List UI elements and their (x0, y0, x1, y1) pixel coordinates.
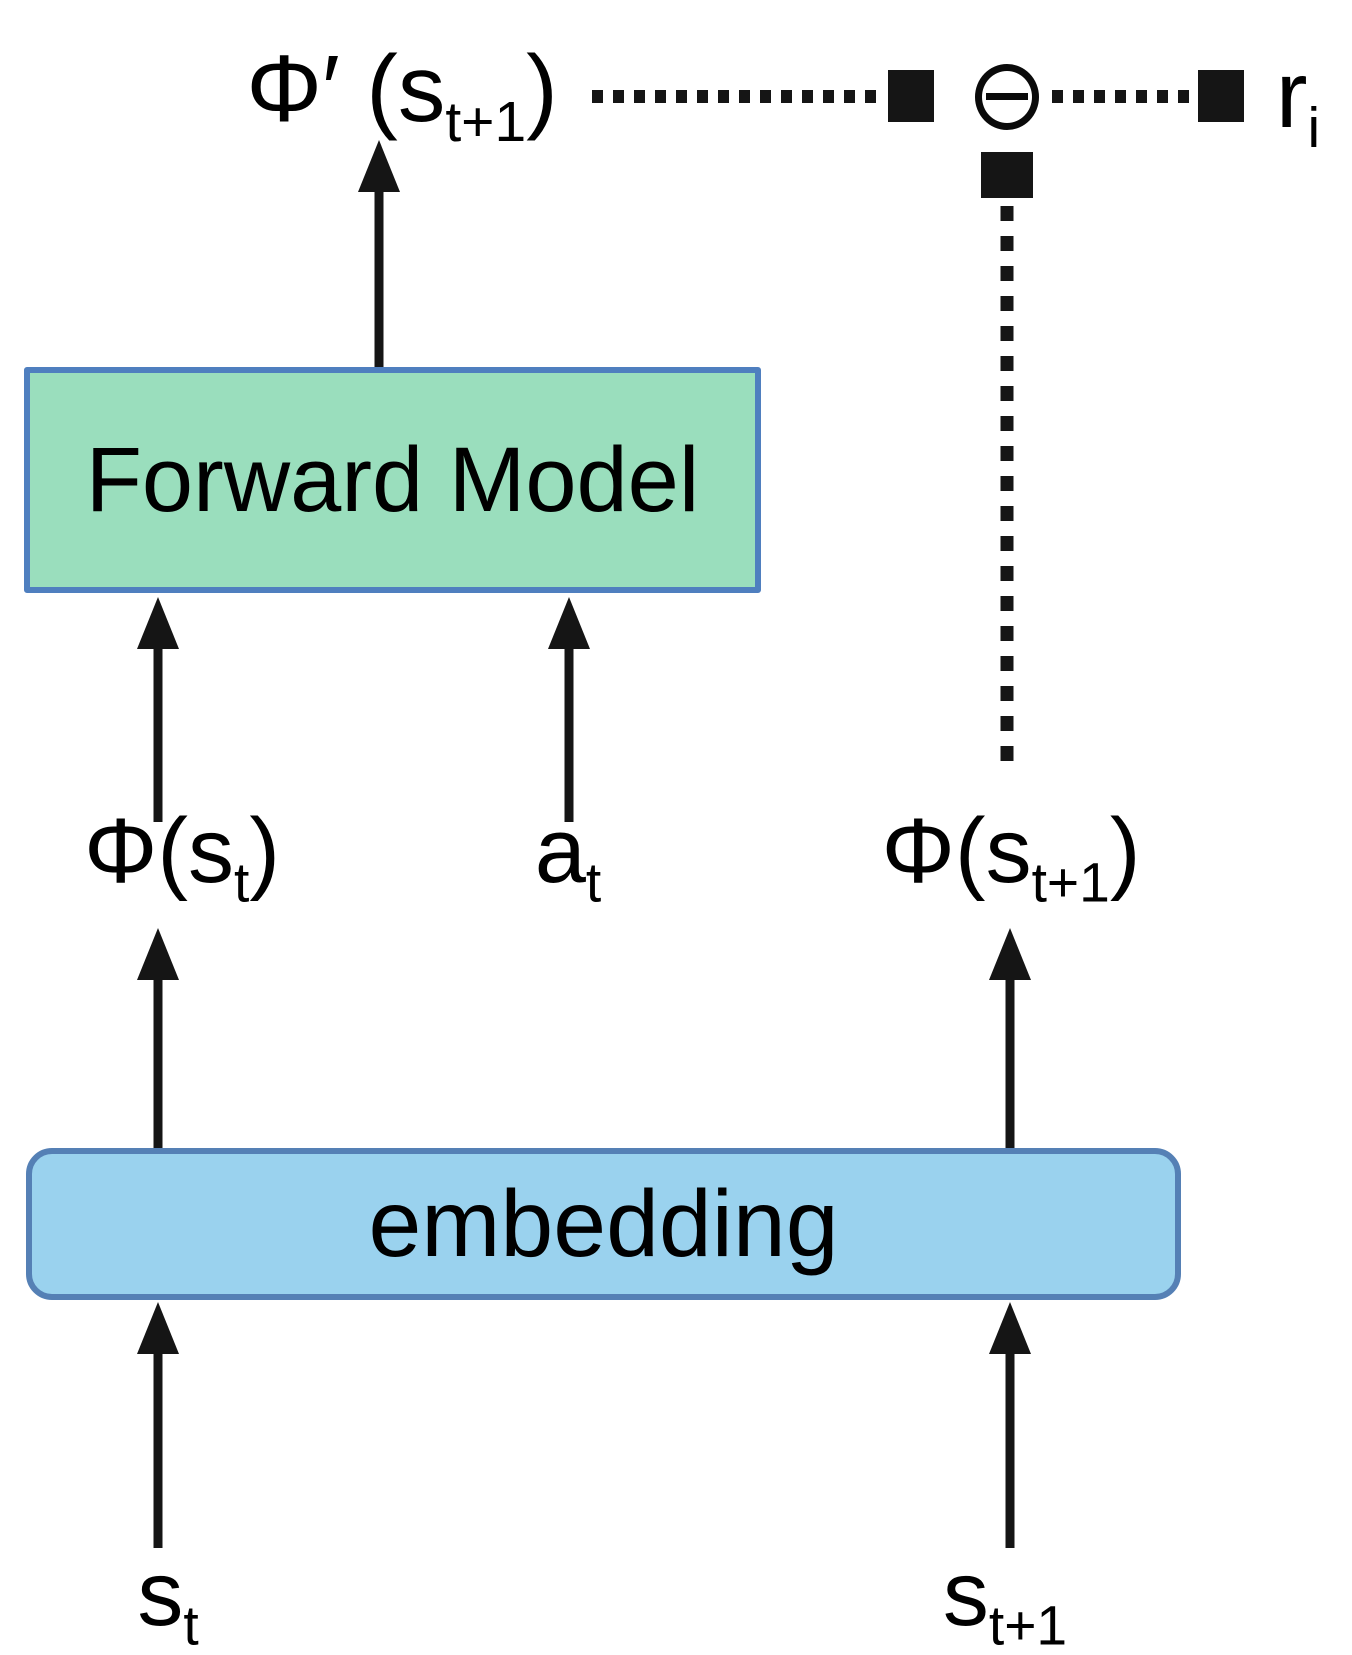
embedding-box: embedding (26, 1148, 1181, 1300)
label-subscript: i (1307, 96, 1321, 160)
dotted-arrowhead-right-icon (1198, 70, 1244, 122)
arrow-at-to-forwardmodel (564, 641, 574, 822)
minus-circle-icon (975, 64, 1039, 130)
arrowhead-up-icon (358, 140, 400, 192)
label-state-embedding-t: Φ(st) (84, 805, 280, 910)
arrow-st-to-embedding (153, 1346, 163, 1548)
arrow-st1-to-embedding (1005, 1346, 1015, 1548)
arrow-embedding-to-phi-st (153, 972, 163, 1148)
label-subscript: t+1 (988, 1594, 1068, 1655)
arrowhead-up-icon (137, 928, 179, 980)
dotted-arrowhead-up-icon (981, 152, 1033, 198)
arrowhead-up-icon (989, 928, 1031, 980)
dotted-arrowhead-right-icon (888, 70, 934, 122)
label-text: r (1275, 42, 1308, 148)
label-state-t: st (137, 1548, 198, 1653)
arrowhead-up-icon (548, 597, 590, 649)
label-text: ) (526, 36, 558, 142)
label-predicted-next-embedding: Φ′ (st+1) (246, 42, 558, 151)
arrow-embedding-to-phi-st1 (1005, 972, 1015, 1148)
label-action-t: at (535, 805, 602, 910)
label-text: Φ(s (83, 800, 235, 902)
dotted-arrow-embedding-to-minus (1000, 206, 1014, 761)
label-state-embedding-t1: Φ(st+1) (882, 805, 1141, 910)
forward-model-box: Forward Model (24, 367, 761, 593)
label-subscript: t (234, 851, 250, 914)
label-subscript: t (585, 851, 602, 914)
label-text: s (137, 1543, 184, 1645)
label-text: Φ′ (s (246, 36, 446, 142)
arrowhead-up-icon (137, 1302, 179, 1354)
label-subscript: t+1 (1031, 851, 1110, 914)
arrowhead-up-icon (989, 1302, 1031, 1354)
label-text: ) (1109, 800, 1141, 902)
forward-model-box-label: Forward Model (85, 428, 700, 531)
label-subscript: t+1 (445, 90, 527, 154)
label-subscript: t (183, 1594, 199, 1655)
dotted-arrow-minus-to-reward (1052, 90, 1197, 103)
arrowhead-up-icon (137, 597, 179, 649)
arrow-forwardmodel-to-prediction (374, 184, 384, 367)
label-text: a (534, 800, 586, 902)
arrow-phi-st-to-forwardmodel (153, 641, 163, 822)
dotted-arrow-prediction-to-minus (592, 90, 884, 103)
label-intrinsic-reward: ri (1276, 48, 1320, 157)
label-state-t1: st+1 (943, 1548, 1067, 1653)
label-text: Φ(s (881, 800, 1032, 902)
minus-bar (986, 93, 1028, 100)
embedding-box-label: embedding (368, 1170, 839, 1277)
label-text: s (942, 1543, 989, 1645)
label-text: ) (249, 800, 281, 902)
